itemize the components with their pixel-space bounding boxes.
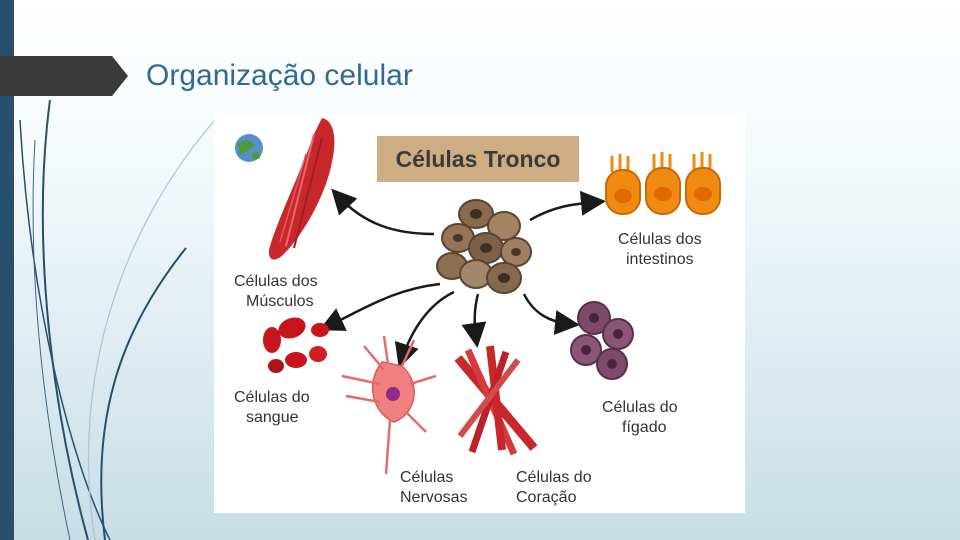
slide-title: Organização celular <box>146 57 413 95</box>
arrow-to-heart <box>475 294 478 338</box>
liver-cell-image <box>571 302 633 379</box>
node-label-coracao-line1: Células do <box>516 469 592 486</box>
title-tab-marker <box>0 56 128 96</box>
arrow-to-muscle <box>338 196 434 234</box>
neuron-cell-image <box>342 336 436 474</box>
node-label-sangue-line1: Células do <box>234 389 310 406</box>
heart-cell-image <box>458 346 534 454</box>
node-label-intestinos-line1: Células dos <box>618 231 702 248</box>
muscle-cell-image <box>269 118 334 260</box>
intestine-cell-image <box>606 152 720 214</box>
node-label-intestinos-line2: intestinos <box>626 251 694 268</box>
node-label-nervosas-line2: Nervosas <box>400 489 468 506</box>
arrow-to-blood <box>328 284 440 326</box>
node-label-sangue-line2: sangue <box>246 409 299 426</box>
node-label-coracao-line2: Coração <box>516 489 577 506</box>
node-label-figado-line2: fígado <box>622 419 667 436</box>
stem-cell-cluster <box>437 200 531 293</box>
node-label-nervosas-line1: Células <box>400 469 453 486</box>
node-label-musculos-line2: Músculos <box>246 293 314 310</box>
globe-icon <box>235 134 263 162</box>
arrow-to-liver <box>524 294 570 324</box>
center-label: Células Tronco <box>396 146 561 172</box>
node-label-musculos-line1: Células dos <box>234 273 318 290</box>
arrow-to-intestine <box>530 202 596 220</box>
stem-cell-diagram: Células Tronco Células dos Músculos <box>214 114 745 513</box>
blood-cell-image <box>263 314 329 373</box>
node-label-figado-line1: Células do <box>602 399 678 416</box>
